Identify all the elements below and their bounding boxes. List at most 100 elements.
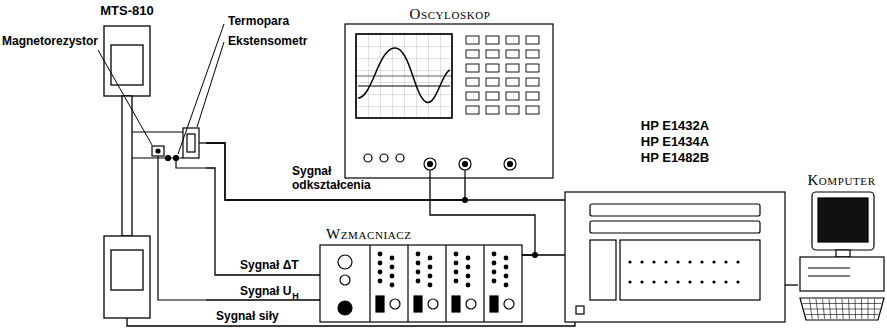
amplifier-part: [320, 245, 522, 322]
acquisition-chassis-part: [700, 280, 703, 283]
testing-machine-part: [104, 236, 150, 318]
magnetoresistor-part: [156, 149, 160, 153]
part-label: Ekstensometr: [228, 34, 307, 48]
leader-line-part: [98, 50, 152, 145]
oscilloscope-part: [396, 154, 404, 162]
oscilloscope-part: [358, 86, 450, 87]
amplifier: [320, 245, 522, 322]
oscilloscope-part: [526, 36, 539, 44]
computer-part: [806, 314, 879, 315]
oscilloscope-part: [424, 158, 436, 170]
oscilloscope-part: [486, 92, 499, 100]
acquisition-chassis-part: [724, 260, 727, 263]
oscilloscope-part: [429, 170, 430, 180]
extensometer-part: [132, 131, 183, 132]
amplifier-part: [428, 256, 432, 260]
amplifier-part: [416, 261, 420, 265]
oscilloscope-part: [526, 50, 539, 58]
amplifier-part: [340, 275, 350, 285]
amplifier-part: [378, 279, 382, 283]
signal-wire: [206, 143, 565, 200]
acquisition-chassis-part: [700, 260, 703, 263]
amplifier-part: [466, 256, 470, 260]
acquisition-chassis-part: [640, 280, 643, 283]
amplifier-part: [338, 255, 352, 269]
amplifier-part: [428, 265, 432, 269]
oscilloscope-part: [486, 50, 499, 58]
testing-machine-part: [111, 45, 143, 85]
oscilloscope-part: [428, 162, 433, 167]
device-label: KOMPUTER: [798, 172, 885, 189]
magnetoresistor: [152, 146, 206, 300]
oscilloscope-part: [466, 36, 539, 114]
computer-part: [829, 299, 831, 319]
computer-part: [842, 299, 843, 319]
leader-line: [98, 24, 224, 154]
oscilloscope-part: [526, 64, 539, 72]
thermocouple-part: [176, 158, 206, 168]
amplifier-part: [376, 296, 384, 312]
computer-part: [810, 299, 813, 319]
oscilloscope-part: [380, 154, 388, 162]
amplifier-node: WZMACNIACZ: [320, 226, 522, 322]
amplifier-part: [454, 252, 458, 256]
acquisition-chassis-part: [590, 240, 616, 300]
amplifier-part: [378, 270, 382, 274]
acquisition-chassis-part: [724, 280, 727, 283]
signal-wire: [430, 180, 535, 255]
oscilloscope-part: [526, 78, 539, 86]
oscilloscope-part: [356, 76, 452, 77]
acquisition-chassis-part: [676, 260, 679, 263]
oscilloscope-part: [356, 34, 452, 118]
computer-part: [874, 299, 875, 319]
amplifier-part: [428, 299, 438, 309]
amplifier-part: [504, 299, 514, 309]
amplifier-part: [492, 270, 496, 274]
acquisition-chassis-part: [590, 204, 760, 216]
junction-dot: [462, 197, 538, 258]
computer-part: [861, 299, 862, 319]
amplifier-part: [378, 261, 382, 265]
extensometer: [132, 128, 206, 158]
oscilloscope-part: [526, 106, 539, 114]
acquisition-chassis: [565, 192, 785, 322]
amplifier-part: [390, 256, 394, 260]
testing-machine-part: [111, 250, 143, 290]
oscilloscope-part: [504, 158, 516, 170]
oscilloscope-part: [486, 64, 499, 72]
amplifier-part: [466, 283, 470, 287]
amplifier-part: [416, 279, 420, 283]
oscilloscope-part: [466, 50, 479, 58]
oscilloscope-part: [463, 162, 468, 167]
oscilloscope-part: [466, 36, 479, 44]
amplifier-part: [407, 245, 408, 322]
oscilloscope: [345, 24, 553, 180]
acquisition-chassis-part: [712, 260, 715, 263]
oscilloscope-part: [486, 106, 499, 114]
amplifier-part: [490, 296, 498, 312]
amplifier-part: [492, 279, 496, 283]
amplifier-part: [504, 274, 508, 278]
oscilloscope-part: [459, 158, 471, 170]
signal-label: Sygnał odkształcenia: [292, 164, 388, 192]
amplifier-part: [454, 279, 458, 283]
oscilloscope-part: [506, 78, 519, 86]
oscilloscope-part: [506, 36, 519, 44]
amplifier-part: [428, 283, 432, 287]
acquisition-chassis-part: [688, 280, 691, 283]
amplifier-part: [390, 283, 394, 287]
oscilloscope-part: [364, 154, 372, 162]
thermocouple-part: [166, 156, 171, 161]
extensometer-part: [187, 134, 195, 152]
computer-part: [812, 192, 874, 250]
computer-part: [823, 299, 825, 319]
device-label: WZMACNIACZ: [326, 226, 476, 243]
acquisition-chassis-part: [688, 260, 691, 263]
amplifier-part: [466, 274, 470, 278]
amplifier-part: [428, 274, 432, 278]
acquisition-chassis-part: [652, 260, 655, 263]
oscilloscope-part: [506, 64, 519, 72]
leader-line-part: [197, 42, 224, 127]
amplifier-part: [378, 252, 382, 256]
